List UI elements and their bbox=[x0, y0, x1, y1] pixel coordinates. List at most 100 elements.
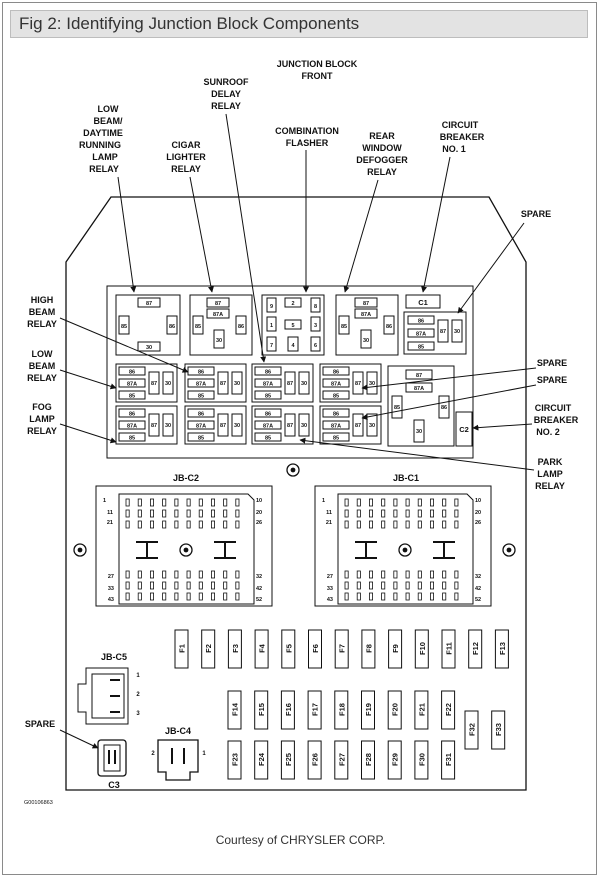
flasher-pin: 6 bbox=[314, 343, 317, 349]
label-spare-r2: SPARE bbox=[537, 375, 567, 385]
pin bbox=[429, 498, 434, 507]
flasher-pin: 3 bbox=[314, 323, 317, 329]
svg-text:30: 30 bbox=[165, 381, 171, 387]
label-rear-window-defogger-relay: REAR WINDOW DEFOGGER RELAY bbox=[356, 131, 408, 177]
pin bbox=[368, 592, 373, 601]
svg-text:1: 1 bbox=[202, 751, 206, 757]
svg-text:F33: F33 bbox=[494, 723, 503, 736]
svg-text:PARK: PARK bbox=[538, 457, 563, 467]
pin bbox=[368, 581, 373, 590]
svg-text:87: 87 bbox=[151, 423, 157, 429]
pin bbox=[186, 520, 191, 529]
fuse-f1: F1 bbox=[174, 629, 189, 669]
svg-text:87A: 87A bbox=[263, 382, 273, 388]
svg-text:RELAY: RELAY bbox=[171, 164, 201, 174]
svg-text:BEAM: BEAM bbox=[29, 361, 56, 371]
svg-text:F12: F12 bbox=[471, 642, 480, 655]
pin bbox=[405, 509, 410, 518]
pin bbox=[368, 509, 373, 518]
combination-flasher: 9 2 8 1 5 3 7 4 6 bbox=[261, 294, 325, 356]
pin-87: 87 bbox=[440, 329, 446, 335]
relay-panel bbox=[106, 285, 474, 459]
pin bbox=[210, 570, 215, 579]
mount-screw bbox=[286, 463, 300, 477]
svg-text:87A: 87A bbox=[331, 382, 341, 388]
label-circuit-breaker-2: CIRCUIT BREAKER NO. 2 bbox=[534, 403, 579, 437]
pin bbox=[344, 498, 349, 507]
svg-text:F24: F24 bbox=[257, 752, 266, 766]
mount-screw bbox=[502, 543, 516, 557]
svg-text:LAMP: LAMP bbox=[92, 152, 118, 162]
svg-text:LOW: LOW bbox=[98, 104, 119, 114]
circuit-breaker-1: C1 bbox=[405, 294, 441, 309]
pin bbox=[223, 592, 228, 601]
pin bbox=[393, 581, 398, 590]
svg-text:F20: F20 bbox=[391, 703, 400, 716]
svg-text:26: 26 bbox=[475, 520, 481, 526]
pin bbox=[368, 498, 373, 507]
pin-30: 30 bbox=[146, 345, 152, 351]
pin bbox=[198, 509, 203, 518]
svg-text:F29: F29 bbox=[391, 753, 400, 766]
svg-text:85: 85 bbox=[333, 436, 339, 442]
svg-text:10: 10 bbox=[475, 498, 481, 504]
pin bbox=[210, 520, 215, 529]
pin bbox=[174, 509, 179, 518]
pin bbox=[344, 509, 349, 518]
pin bbox=[344, 570, 349, 579]
pin bbox=[149, 592, 154, 601]
fuse-f6: F6 bbox=[308, 629, 322, 669]
pin bbox=[405, 520, 410, 529]
pin bbox=[162, 592, 167, 601]
cb1-label: C1 bbox=[418, 298, 428, 307]
svg-text:86: 86 bbox=[333, 412, 339, 418]
doc-id: G00106863 bbox=[24, 800, 53, 806]
svg-text:JUNCTION BLOCK: JUNCTION BLOCK bbox=[277, 59, 358, 69]
mini-relay: 86 87A 85 87 30 bbox=[319, 363, 382, 403]
pin bbox=[186, 570, 191, 579]
svg-text:F5: F5 bbox=[284, 644, 293, 653]
svg-text:11: 11 bbox=[107, 510, 113, 516]
svg-text:F17: F17 bbox=[311, 703, 320, 716]
pin bbox=[186, 592, 191, 601]
pin-86: 86 bbox=[386, 324, 392, 330]
pin bbox=[125, 509, 130, 518]
fuse-f8: F8 bbox=[361, 629, 376, 669]
fuse-f14: F14 bbox=[227, 690, 242, 730]
pin-85: 85 bbox=[341, 324, 347, 330]
svg-text:F1: F1 bbox=[178, 644, 187, 653]
pin bbox=[198, 581, 203, 590]
pin bbox=[186, 509, 191, 518]
pin bbox=[417, 592, 422, 601]
svg-text:BREAKER: BREAKER bbox=[440, 132, 485, 142]
relay-cigar-lighter: 87 87A 85 86 30 bbox=[189, 294, 253, 356]
svg-text:RELAY: RELAY bbox=[89, 164, 119, 174]
pin bbox=[417, 498, 422, 507]
svg-text:F23: F23 bbox=[231, 753, 240, 766]
label-high-beam-relay: HIGH BEAM RELAY bbox=[27, 295, 57, 329]
label-sunroof-delay-relay: SUNROOF DELAY RELAY bbox=[204, 77, 250, 111]
fuse-f11: F11 bbox=[441, 629, 456, 669]
fuse-f29: F29 bbox=[387, 740, 402, 780]
flasher-pin: 5 bbox=[291, 323, 294, 329]
svg-text:F9: F9 bbox=[391, 644, 400, 653]
svg-text:42: 42 bbox=[256, 586, 262, 592]
svg-text:86: 86 bbox=[129, 370, 135, 376]
pin bbox=[223, 520, 228, 529]
pin bbox=[149, 570, 154, 579]
svg-text:2: 2 bbox=[151, 751, 155, 757]
relay-spare-top: 86 87A 85 87 30 bbox=[403, 311, 467, 355]
fuse-f31: F31 bbox=[441, 740, 456, 780]
svg-text:RELAY: RELAY bbox=[27, 373, 57, 383]
c3-label: C3 bbox=[108, 780, 120, 790]
fuse-f12: F12 bbox=[468, 629, 483, 669]
svg-text:85: 85 bbox=[333, 394, 339, 400]
mini-relay: 86 87A 85 87 30 bbox=[184, 405, 247, 445]
svg-text:86: 86 bbox=[265, 370, 271, 376]
mini-relay: 86 87A 85 87 30 bbox=[115, 363, 178, 403]
label-circuit-breaker-1: CIRCUIT BREAKER NO. 1 bbox=[440, 120, 485, 154]
label-low-beam-relay: LOW BEAM RELAY bbox=[27, 349, 57, 383]
connector-jb-c5: JB-C5 1 2 3 bbox=[77, 652, 140, 725]
cb2-label: C2 bbox=[459, 425, 469, 434]
svg-text:85: 85 bbox=[129, 394, 135, 400]
